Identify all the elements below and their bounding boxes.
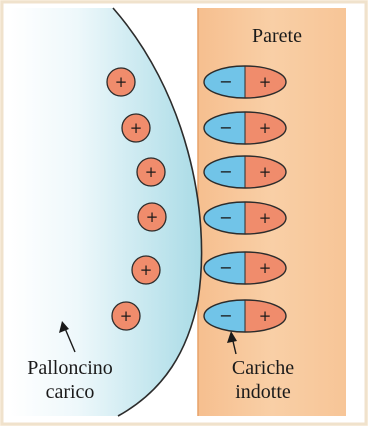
plus-sign: + [259, 119, 272, 137]
plus-sign: + [115, 73, 128, 91]
induced-dipole: −+ [204, 112, 286, 144]
balloon-positive-charge: + [132, 256, 160, 284]
induced-label-line-1: Cariche [232, 357, 294, 379]
induced-dipole: −+ [204, 300, 286, 332]
plus-sign: + [259, 209, 272, 227]
wall-label: Parete [252, 25, 302, 47]
minus-sign: − [219, 208, 232, 227]
balloon-label-line-1: Palloncino [27, 357, 113, 379]
induced-dipole: −+ [204, 252, 286, 284]
minus-sign: − [219, 118, 232, 137]
induced-dipole: −+ [204, 202, 286, 234]
minus-sign: − [219, 306, 232, 325]
induced-dipole: −+ [204, 156, 286, 188]
balloon-positive-charge: + [137, 158, 165, 186]
induced-label-line-2: indotte [235, 381, 291, 403]
plus-sign: + [140, 261, 153, 279]
plus-sign: + [259, 307, 272, 325]
plus-sign: + [259, 259, 272, 277]
minus-sign: − [219, 162, 232, 181]
plus-sign: + [259, 73, 272, 91]
plus-sign: + [120, 307, 133, 325]
balloon-positive-charge: + [138, 203, 166, 231]
minus-sign: − [219, 72, 232, 91]
induced-dipole: −+ [204, 66, 286, 98]
balloon-label-line-2: carico [46, 381, 95, 403]
plus-sign: + [259, 163, 272, 181]
balloon-positive-charge: + [122, 114, 150, 142]
plus-sign: + [145, 163, 158, 181]
balloon-positive-charge: + [112, 302, 140, 330]
minus-sign: − [219, 258, 232, 277]
balloon-positive-charge: + [107, 68, 135, 96]
plus-sign: + [130, 119, 143, 137]
plus-sign: + [146, 208, 159, 226]
